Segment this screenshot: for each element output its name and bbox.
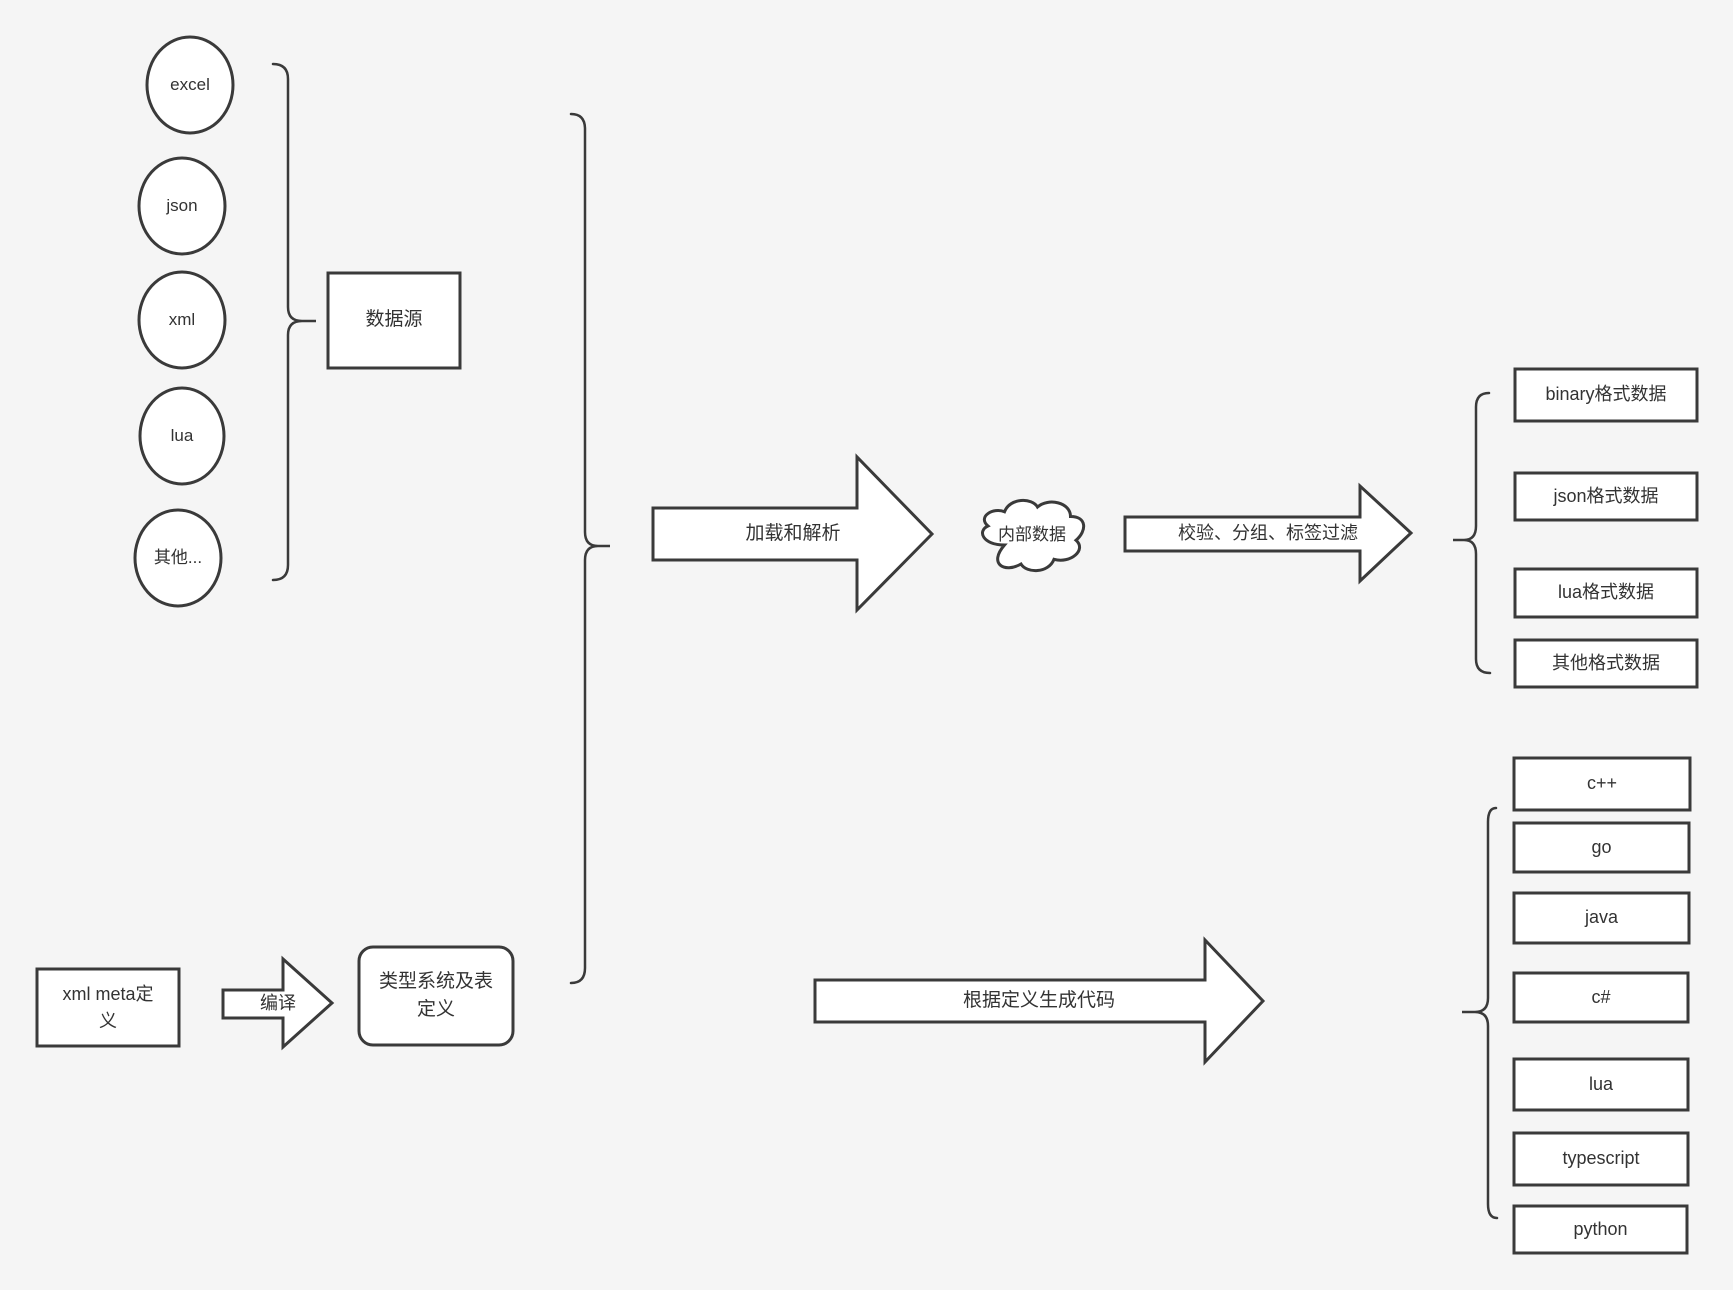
lang-box-java [1512, 891, 1691, 945]
output-box-lua [1513, 567, 1699, 619]
source-ellipse-xml [137, 270, 227, 370]
generate-code-arrow [813, 936, 1266, 1066]
output-box-other [1513, 638, 1699, 689]
lang-box-typescript [1512, 1131, 1690, 1187]
lang-box-lua [1512, 1057, 1690, 1112]
output-formats-brace [1453, 391, 1492, 675]
internal-data-cloud [981, 498, 1086, 573]
load-parse-arrow [651, 453, 935, 614]
source-ellipse-other [133, 508, 223, 608]
type-system-box [357, 945, 515, 1047]
lang-box-go [1512, 821, 1691, 874]
lang-box-cpp [1512, 756, 1692, 812]
source-ellipse-lua [138, 386, 226, 486]
inputs-big-brace [569, 112, 610, 985]
output-box-binary [1513, 367, 1699, 423]
source-ellipse-json [137, 156, 227, 256]
lang-box-python [1512, 1204, 1689, 1255]
languages-brace [1462, 806, 1499, 1220]
xml-meta-box [35, 967, 181, 1048]
compile-arrow [221, 955, 335, 1051]
data-source-box [326, 271, 462, 370]
lang-box-csharp [1512, 971, 1690, 1024]
sources-group-brace [271, 62, 316, 582]
source-ellipse-excel [145, 35, 235, 135]
output-box-json [1513, 471, 1699, 522]
filter-arrow [1123, 482, 1414, 585]
